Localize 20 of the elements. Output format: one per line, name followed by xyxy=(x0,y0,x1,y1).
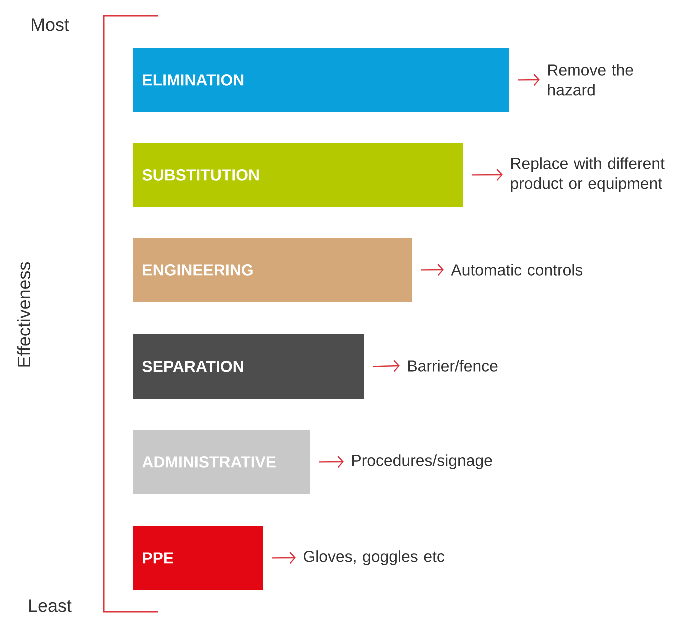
level-bar: SEPARATION xyxy=(133,334,364,400)
description-text: Automatic controls xyxy=(451,264,583,276)
axis-label: Most xyxy=(32,18,70,32)
description-text: Procedures/signage xyxy=(352,454,492,470)
level-bar: PPE xyxy=(133,526,264,590)
level-bar: ENGINEERING xyxy=(133,238,412,302)
axis-label: Effectiveness xyxy=(17,262,31,367)
arrow xyxy=(518,74,540,86)
description-text: Gloves, goggles etc xyxy=(304,550,445,566)
level-bar: ELIMINATION xyxy=(133,48,510,112)
description-text: Barrier/fence xyxy=(408,360,498,372)
arrow xyxy=(319,456,344,468)
description-text: Remove the hazard xyxy=(548,64,634,96)
level-bar: SUBSTITUTION xyxy=(133,143,464,208)
description-text: Replace with different product or equipment xyxy=(511,158,665,192)
arrow xyxy=(272,552,296,564)
arrow xyxy=(373,360,400,372)
arrow xyxy=(421,264,444,276)
axis-label: Least xyxy=(30,600,72,612)
arrow xyxy=(472,169,503,181)
